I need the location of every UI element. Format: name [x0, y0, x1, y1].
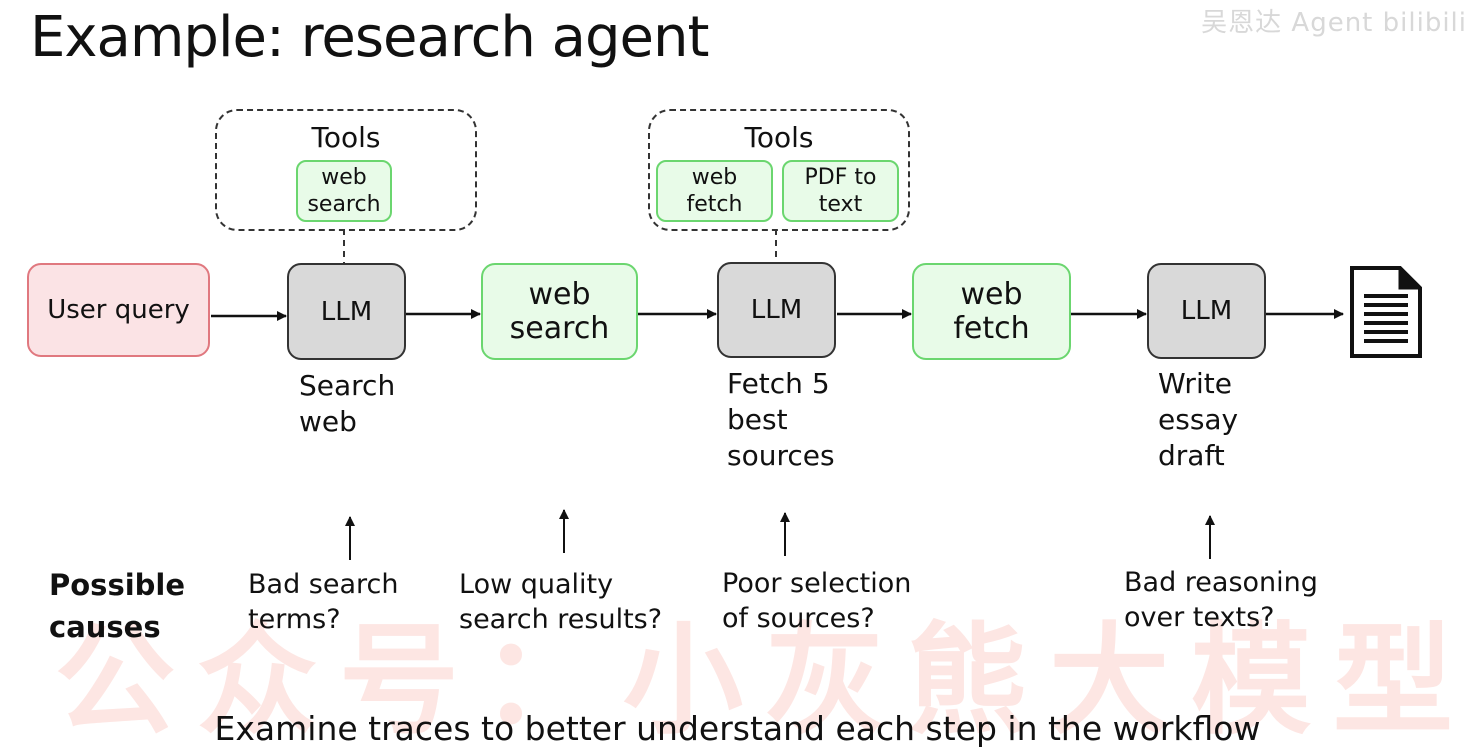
node-user-query: User query [27, 263, 210, 357]
tool-pdf-to-text: PDF to text [782, 160, 899, 222]
tools-group-title: Tools [744, 121, 814, 154]
tool-web-search: web search [296, 160, 392, 222]
bottom-caption: Examine traces to better understand each… [214, 709, 1261, 748]
tool-web-fetch: web fetch [656, 160, 773, 222]
node-llm-fetch: LLM [717, 262, 836, 358]
brand-mark: 吴恩达 Agent bilibili [1201, 8, 1467, 38]
document-icon [1350, 266, 1422, 358]
node-web-fetch: web fetch [912, 263, 1071, 360]
step-label-search-web: Search web [299, 369, 396, 438]
node-llm-search: LLM [287, 263, 406, 360]
tools-group-title: Tools [311, 121, 381, 154]
cause-reasoning: Bad reasoning over texts? [1124, 567, 1318, 633]
cause-search-terms: Bad search terms? [248, 569, 399, 635]
node-web-search: web search [481, 263, 638, 360]
step-label-fetch-sources: Fetch 5 best sources [727, 367, 835, 472]
tools-group-2: Tools [648, 109, 910, 231]
cause-search-results: Low quality search results? [459, 569, 663, 635]
cause-source-selection: Poor selection of sources? [722, 568, 912, 634]
step-label-write-draft: Write essay draft [1158, 367, 1239, 472]
tools-group-1: Tools [215, 109, 477, 231]
page-title: Example: research agent [30, 5, 709, 70]
node-llm-write: LLM [1147, 263, 1266, 359]
watermark: 公众号：小灰熊大模型 [55, 612, 1475, 751]
possible-causes-label: Possible causes [49, 568, 186, 644]
